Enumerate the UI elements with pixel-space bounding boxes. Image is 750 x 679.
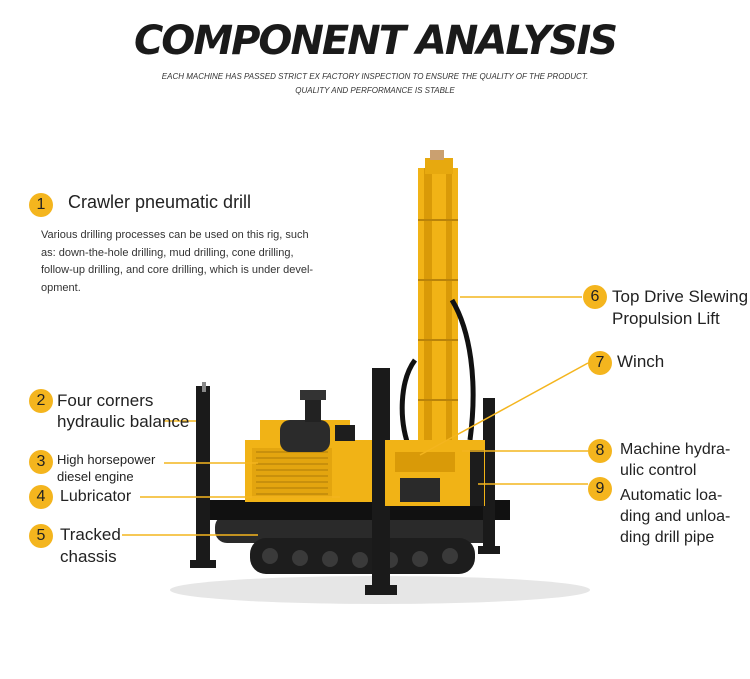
- label-four-corners-hydraulic-balance: Four corners hydraulic balance: [57, 391, 190, 431]
- badge-1: 1: [29, 193, 53, 217]
- tracked-chassis: [210, 500, 510, 574]
- badge-8: 8: [588, 439, 612, 463]
- label-automatic-loading-unloading-drill-pipe: Automatic loa- ding and unloa- ding dril…: [620, 487, 731, 546]
- subtitle-line-1: EACH MACHINE HAS PASSED STRICT EX FACTOR…: [161, 72, 589, 81]
- badge-9: 9: [588, 477, 612, 501]
- label-machine-hydraulic-control: Machine hydra- ulic control: [620, 441, 731, 479]
- badge-2: 2: [29, 389, 53, 413]
- label-top-drive-slewing-propulsion-lift: Top Drive Slewing Propulsion Lift: [612, 287, 749, 328]
- control-platform: [385, 440, 485, 506]
- page-title: COMPONENT ANALYSIS: [133, 18, 618, 64]
- badge-6: 6: [583, 285, 607, 309]
- drill-mast: [399, 150, 476, 468]
- badge-4: 4: [29, 485, 53, 509]
- label-high-horsepower-diesel-engine: High horsepower diesel engine: [57, 452, 156, 484]
- badge-5: 5: [29, 524, 53, 548]
- subtitle-line-2: QUALITY AND PERFORMANCE IS STABLE: [295, 86, 455, 95]
- leader-lines: [122, 296, 589, 536]
- label-tracked-chassis: Tracked chassis: [60, 525, 121, 566]
- label-lubricator: Lubricator: [60, 488, 132, 505]
- label-winch: Winch: [617, 352, 665, 371]
- outrigger-legs: [190, 368, 500, 595]
- description-crawler-pneumatic-drill: Various drilling processes can be used o…: [41, 229, 314, 294]
- badge-3: 3: [29, 450, 53, 474]
- label-crawler-pneumatic-drill: Crawler pneumatic drill: [68, 192, 252, 212]
- badge-7: 7: [588, 351, 612, 375]
- engine-housing: [245, 390, 375, 502]
